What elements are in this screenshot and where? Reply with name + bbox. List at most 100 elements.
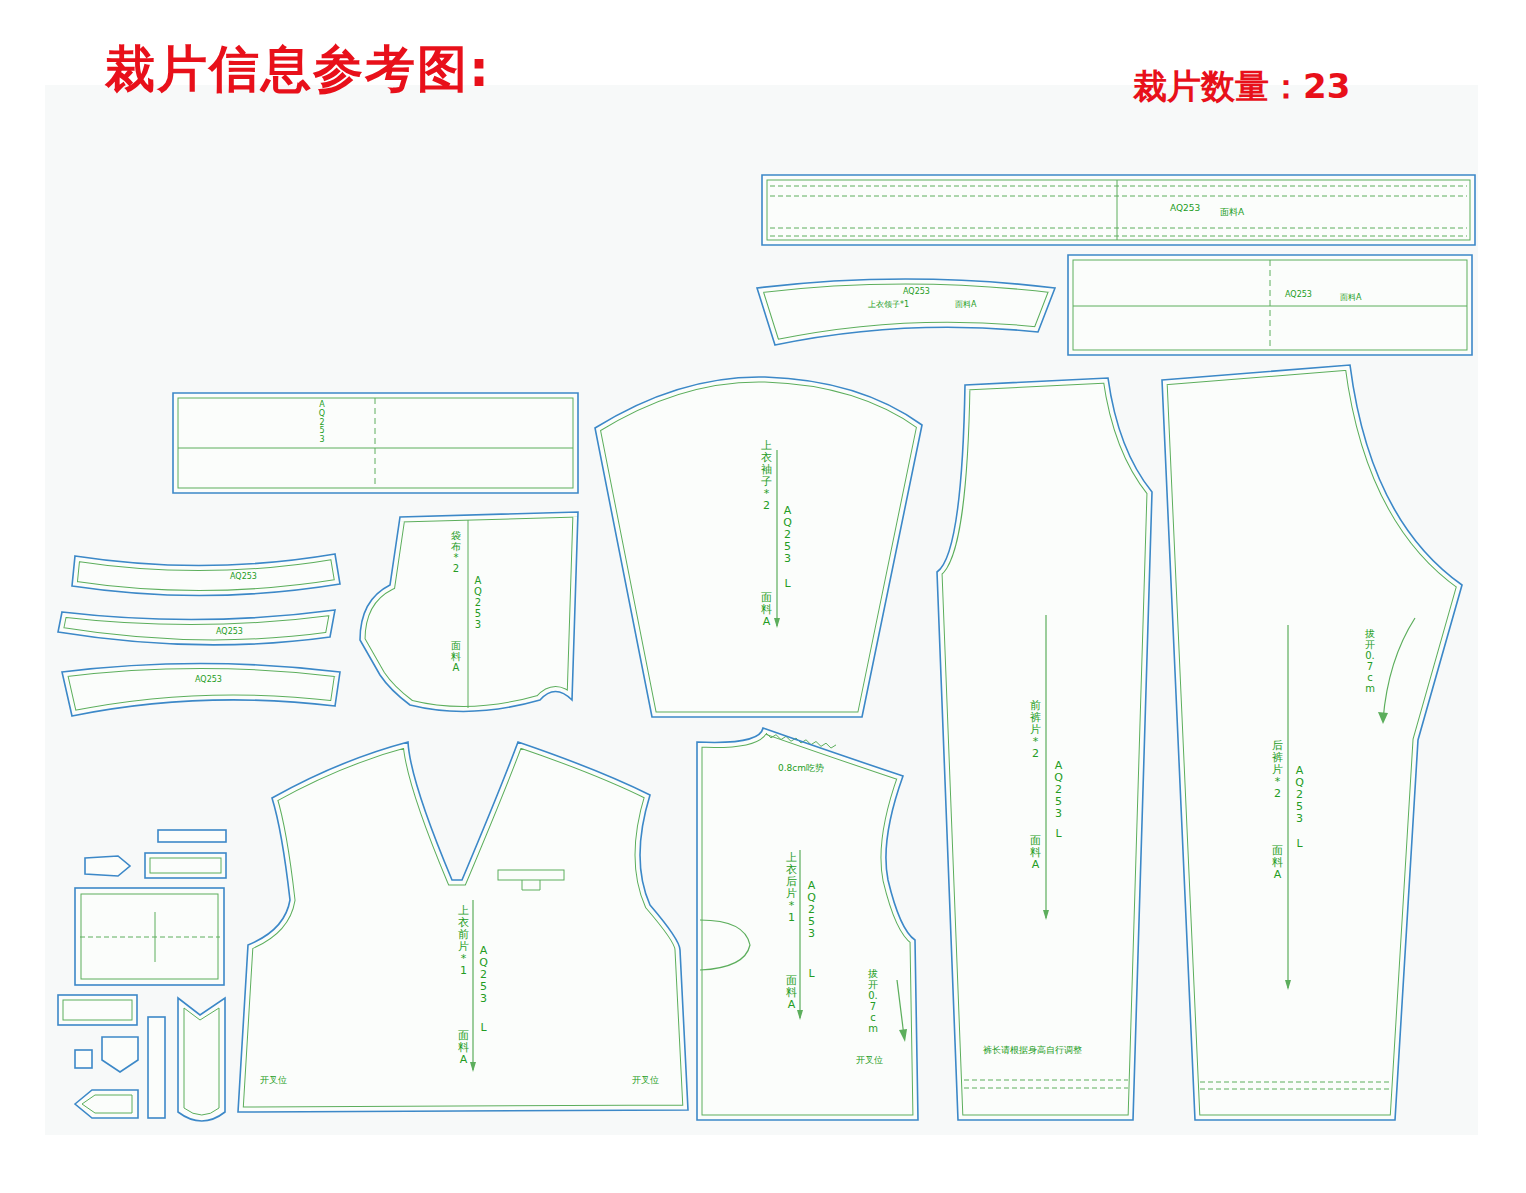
pattern-line	[1383, 618, 1415, 720]
pattern-line	[238, 742, 688, 1112]
pattern-line	[1162, 365, 1462, 1120]
piece-outline	[593, 373, 924, 719]
piece-label: 前裤片*2	[1030, 700, 1041, 760]
pattern-line	[762, 175, 1475, 245]
pattern-piece: AQ253上衣领子*1面料A	[755, 268, 1057, 348]
piece-label: AQ253	[1053, 760, 1064, 820]
small-piece-seams	[63, 858, 221, 1115]
seam-line	[184, 1008, 219, 1115]
seam-line	[82, 1095, 132, 1113]
pattern-line	[72, 554, 340, 596]
piece-label: 上衣前片*1	[458, 905, 469, 978]
pattern-line	[1043, 910, 1049, 920]
piece-label: 面料A	[1220, 207, 1244, 217]
pattern-line	[72, 554, 340, 596]
piece-label: 面料A	[1030, 835, 1041, 871]
pattern-line	[595, 377, 922, 717]
small-piece	[75, 888, 224, 985]
seam-line	[81, 894, 218, 979]
pattern-piece: AQ253	[171, 391, 580, 495]
pattern-line	[238, 742, 688, 1112]
piece-label: 开叉位	[260, 1075, 287, 1085]
pattern-line	[595, 377, 922, 717]
pattern-line	[173, 393, 578, 493]
piece-label: 0.8cm吃势	[778, 763, 824, 773]
pattern-line	[58, 610, 335, 645]
pattern-line	[697, 728, 918, 1120]
piece-label: 后裤片*2	[1272, 740, 1283, 800]
pattern-line	[1162, 365, 1462, 1120]
pattern-line	[360, 512, 578, 711]
pattern-line	[360, 512, 578, 711]
pattern-piece: 0.8cm吃势上衣后片*1AQ253L面料A拔开0.7cm开叉位	[695, 726, 920, 1122]
seam-line	[63, 1000, 132, 1020]
pattern-line	[498, 870, 564, 880]
pattern-line	[522, 880, 540, 890]
pattern-line	[375, 398, 376, 488]
pattern-piece: 袋布*2AQ253面料A	[358, 510, 580, 722]
piece-outline	[358, 510, 580, 722]
pattern-piece: AQ253面料A	[760, 173, 1477, 247]
pattern-line	[1287, 625, 1288, 988]
piece-label: 面料A	[1272, 845, 1283, 881]
pattern-line	[470, 1062, 476, 1072]
pattern-line	[1117, 180, 1118, 240]
pattern-line	[774, 618, 780, 628]
piece-outline	[760, 173, 1477, 247]
piece-label: AQ253	[903, 287, 930, 296]
piece-label: 袋布*2	[451, 530, 461, 574]
pattern-line	[937, 378, 1152, 1120]
pattern-line	[770, 186, 1467, 187]
pattern-line	[770, 236, 1467, 237]
pattern-line	[762, 175, 1475, 245]
piece-label: 开叉位	[856, 1055, 883, 1065]
piece-label: AQ253	[318, 401, 326, 445]
pattern-line	[62, 664, 340, 717]
pattern-line	[72, 554, 340, 596]
piece-label: L	[806, 968, 817, 980]
pattern-line	[697, 728, 918, 1120]
pattern-line	[697, 728, 918, 1120]
small-piece	[148, 1017, 165, 1118]
pattern-line	[1068, 255, 1472, 355]
pattern-line	[1200, 1089, 1390, 1090]
pattern-line	[897, 980, 904, 1036]
board	[45, 85, 1478, 1135]
small-piece	[58, 995, 137, 1025]
small-piece	[145, 853, 226, 878]
pattern-piece: AQ253	[70, 552, 342, 608]
piece-label: AQ253	[195, 675, 222, 684]
pattern-line	[1200, 1082, 1390, 1083]
seam-line	[150, 858, 221, 873]
pattern-line	[700, 920, 750, 970]
pattern-line	[964, 1088, 1128, 1089]
piece-label: 面料A	[955, 300, 976, 309]
piece-outline	[60, 653, 342, 718]
pattern-piece: AQ253	[60, 653, 342, 718]
pattern-piece: AQ253	[56, 608, 337, 657]
piece-label: AQ253	[478, 945, 489, 1005]
pattern-line	[62, 664, 340, 717]
piece-outline	[695, 726, 920, 1122]
pattern-line	[762, 175, 1475, 245]
pattern-line	[762, 175, 1475, 245]
pattern-line	[770, 196, 1467, 197]
pattern-line	[797, 1010, 803, 1020]
piece-label: L	[1294, 838, 1305, 850]
pattern-line	[937, 378, 1152, 1120]
piece-label: L	[782, 578, 793, 590]
piece-label: AQ253	[473, 575, 483, 630]
small-piece	[75, 1090, 138, 1118]
pattern-line	[58, 610, 335, 645]
pattern-line	[899, 1029, 907, 1042]
pattern-line	[360, 512, 578, 711]
piece-outline	[1160, 363, 1464, 1122]
pattern-piece: AQ253面料A	[1066, 253, 1474, 357]
small-piece	[85, 856, 130, 876]
pattern-line	[757, 279, 1055, 345]
small-pieces	[58, 830, 226, 1121]
piece-outline	[1066, 253, 1474, 357]
pattern-line	[595, 377, 922, 717]
piece-label: 裤长请根据身高自行调整	[983, 1045, 1082, 1055]
